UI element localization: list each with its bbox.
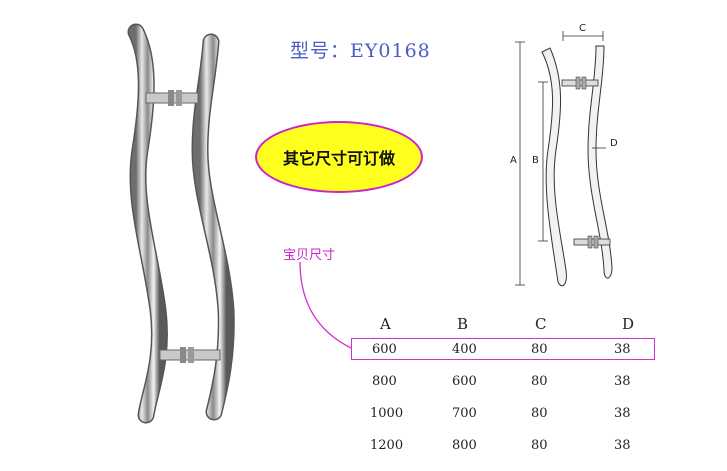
col-header-b: B — [457, 315, 469, 333]
table-cell: 80 — [531, 406, 548, 421]
drawing-left-bar — [541, 47, 567, 287]
table-cell: 600 — [372, 342, 397, 357]
col-header-a: A — [380, 315, 391, 333]
model-title: 型号：EY0168 — [290, 40, 431, 62]
table-cell: 38 — [614, 406, 631, 421]
size-label: 宝贝尺寸 — [283, 248, 336, 263]
table-cell: 600 — [452, 374, 477, 389]
drawing-right-bar — [587, 45, 613, 279]
dim-label-d: D — [610, 138, 618, 149]
custom-size-badge: 其它尺寸可订做 — [255, 121, 423, 193]
table-cell: 80 — [531, 374, 548, 389]
table-cell: 1200 — [370, 438, 404, 453]
table-cell: 38 — [614, 342, 631, 357]
row-highlight — [351, 338, 655, 360]
product-photo — [127, 23, 235, 424]
custom-size-text: 其它尺寸可订做 — [282, 149, 395, 168]
table-cell: 400 — [452, 342, 477, 357]
table-cell: 800 — [452, 438, 477, 453]
table-cell: 800 — [372, 374, 397, 389]
dim-label-c: C — [579, 23, 586, 34]
col-header-d: D — [622, 315, 635, 333]
table-cell: 700 — [452, 406, 477, 421]
dim-label-a: A — [510, 155, 517, 166]
col-header-c: C — [535, 315, 547, 333]
table-cell: 38 — [614, 438, 631, 453]
table-cell: 1000 — [370, 406, 404, 421]
dim-label-b: B — [532, 155, 539, 166]
table-cell: 80 — [531, 438, 548, 453]
table-cell: 80 — [531, 342, 548, 357]
table-cell: 38 — [614, 374, 631, 389]
